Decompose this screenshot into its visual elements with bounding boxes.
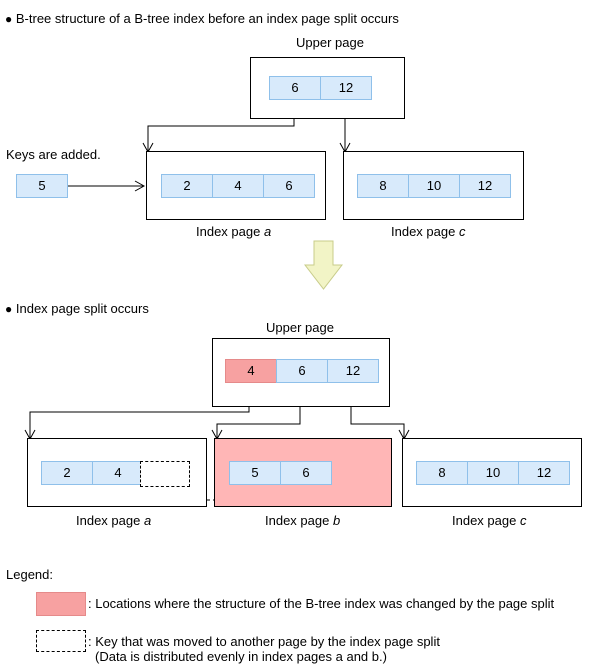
- upper-page-label-2: Upper page: [266, 320, 334, 335]
- index-page-a-label-2: Index page a: [76, 513, 152, 528]
- index-page-a-2: 2 4: [27, 438, 207, 507]
- added-key-cell: 5: [16, 174, 68, 198]
- connector-upper-to-page-a: [142, 112, 295, 154]
- transition-arrow: [303, 240, 344, 290]
- upper-key-cell-changed: 4: [225, 359, 277, 383]
- upper-key-cell: 6: [276, 359, 328, 383]
- page-c-key-cell: 8: [357, 174, 409, 198]
- index-page-a: 2 4 6: [146, 151, 326, 220]
- legend-moved-text-line1: : Key that was moved to another page by …: [88, 634, 440, 649]
- index-page-c-2: 8 10 12: [402, 438, 582, 507]
- index-page-c-label-2: Index page c: [452, 513, 527, 528]
- section2-heading: ● Index page split occurs: [5, 301, 149, 316]
- keys-added-label: Keys are added.: [6, 147, 101, 162]
- legend-moved-swatch: [36, 630, 86, 652]
- legend-title: Legend:: [6, 567, 53, 582]
- page-a-key-cell: 4: [212, 174, 264, 198]
- page-b-key-cell: 5: [229, 461, 281, 485]
- section1-heading: ● B-tree structure of a B-tree index bef…: [5, 11, 399, 26]
- upper-page: 6 12: [250, 57, 405, 119]
- bullet-icon: ●: [5, 12, 13, 26]
- page-c-key-cell: 12: [518, 461, 570, 485]
- page-c-key-cell: 8: [416, 461, 468, 485]
- page-a-key-cell: 2: [41, 461, 93, 485]
- page-b-key-cell: 6: [280, 461, 332, 485]
- index-page-c-label: Index page c: [391, 224, 466, 239]
- index-page-a-label: Index page a: [196, 224, 272, 239]
- page-c-key-cell: 10: [408, 174, 460, 198]
- page-a-key-cell: 6: [263, 174, 315, 198]
- upper-key-cell: 12: [320, 76, 372, 100]
- legend-changed-swatch: [36, 592, 86, 616]
- legend-moved-text-line2: (Data is distributed evenly in index pag…: [95, 649, 387, 664]
- upper-page-2: 4 6 12: [212, 338, 390, 407]
- page-c-key-cell: 12: [459, 174, 511, 198]
- upper-key-cell: 12: [327, 359, 379, 383]
- index-page-b-label: Index page b: [265, 513, 341, 528]
- bullet-icon: ●: [5, 302, 13, 316]
- page-c-key-cell: 10: [467, 461, 519, 485]
- index-page-b: 5 6: [214, 438, 392, 507]
- upper-page-label: Upper page: [296, 35, 364, 50]
- index-page-c: 8 10 12: [343, 151, 524, 220]
- legend-changed-text: : Locations where the structure of the B…: [88, 596, 555, 611]
- page-a-key-cell: 4: [92, 461, 144, 485]
- upper-key-cell: 6: [269, 76, 321, 100]
- page-a-key-cell: 2: [161, 174, 213, 198]
- moved-key-slot: [140, 461, 190, 487]
